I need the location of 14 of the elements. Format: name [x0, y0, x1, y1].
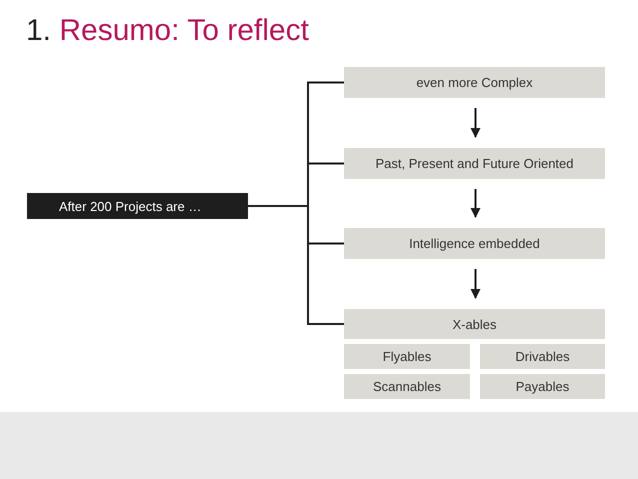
arrow	[470, 108, 480, 138]
item-box: Past, Present and Future Oriented	[344, 148, 605, 179]
item-box: Drivables	[480, 344, 605, 369]
arrow	[470, 269, 480, 299]
slide-number: 1.	[26, 14, 52, 47]
item-box: Payables	[480, 374, 605, 399]
item-box: X-ables	[344, 309, 605, 339]
item-box: Scannables	[344, 374, 470, 399]
arrow	[470, 189, 480, 218]
slide-title: Resumo: To reflect	[59, 14, 309, 47]
item-box: Flyables	[344, 344, 470, 369]
item-box: even more Complex	[344, 67, 605, 98]
heading-box: After 200 Projects are …	[27, 193, 248, 219]
item-box: Intelligence embedded	[344, 228, 605, 259]
